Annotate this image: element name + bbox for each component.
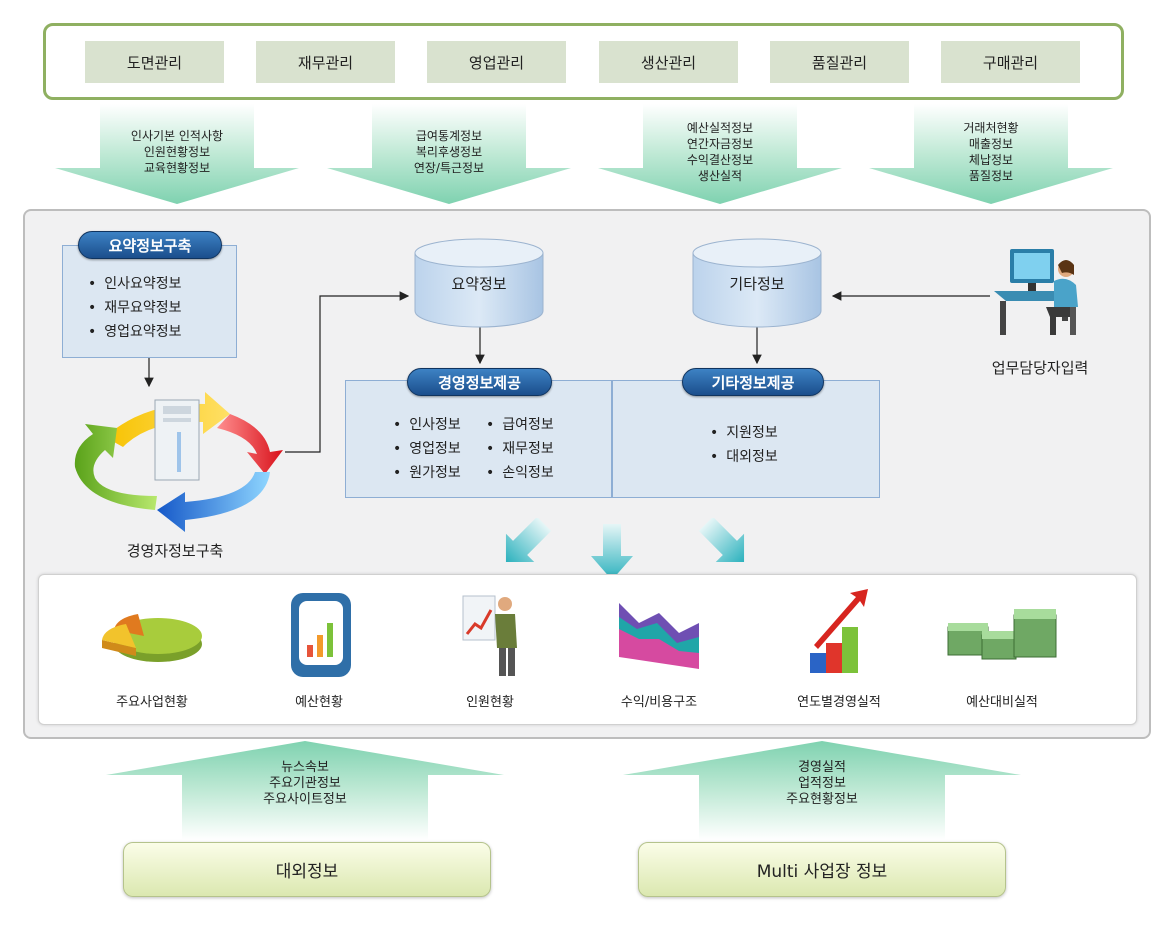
summary-db-icon: [414, 238, 544, 328]
user-desk-icon: [994, 249, 1078, 335]
other-db-label: 기타정보: [729, 275, 785, 293]
output-label[interactable]: 수익/비용구조: [620, 695, 698, 710]
area-chart-icon: [619, 603, 699, 669]
output-label[interactable]: 예산대비실적: [966, 695, 1038, 710]
module-drawing[interactable]: 도면관리: [85, 41, 224, 83]
module-production[interactable]: 생산관리: [599, 41, 738, 83]
distribute-arrows: [505, 518, 745, 580]
summary-build-title: 요약정보구축: [78, 231, 222, 259]
other-info-item: 지원정보: [710, 421, 778, 445]
mgmt-info-item: 손익정보: [486, 461, 554, 485]
money-stack-icon: [947, 609, 1057, 660]
mgmt-info-item: 영업정보: [393, 437, 461, 461]
presenter-chart-icon: [462, 595, 517, 676]
output-label[interactable]: 예산현황: [295, 695, 343, 710]
module-quality[interactable]: 품질관리: [770, 41, 909, 83]
down-arrow-2: [327, 104, 571, 204]
mgmt-info-item: 인사정보: [393, 413, 461, 437]
up-arrow-1: [106, 741, 504, 840]
budget-chart-icon: [291, 593, 351, 677]
module-sales[interactable]: 영업관리: [427, 41, 566, 83]
pie-chart-icon: [102, 614, 202, 662]
mgmt-info-box: 인사정보 영업정보 원가정보 급여정보 재무정보 손익정보: [345, 380, 612, 498]
other-info-box: 지원정보 대외정보: [612, 380, 880, 498]
mgmt-info-item: 원가정보: [393, 461, 461, 485]
module-bar: 도면관리 재무관리 영업관리 생산관리 품질관리 구매관리: [43, 23, 1124, 100]
module-finance[interactable]: 재무관리: [256, 41, 395, 83]
down-arrow-4: [869, 104, 1113, 204]
summary-build-box: 인사요약정보 재무요약정보 영업요약정보: [62, 245, 237, 358]
summary-item: 영업요약정보: [88, 320, 181, 344]
user-input-label: 업무담당자입력: [991, 359, 1089, 377]
multi-site-info-box[interactable]: Multi 사업장 정보: [638, 842, 1006, 897]
mgmt-info-title: 경영정보제공: [407, 368, 552, 396]
summary-item: 재무요약정보: [88, 296, 181, 320]
output-label[interactable]: 연도별경영실적: [797, 695, 881, 710]
external-info-box[interactable]: 대외정보: [123, 842, 491, 897]
mgmt-info-item: 재무정보: [486, 437, 554, 461]
output-panel: 주요사업현황 예산현황 인원현황 수익/비용구조 연도별경영실적: [38, 574, 1137, 725]
mgmt-info-item: 급여정보: [486, 413, 554, 437]
other-info-title: 기타정보제공: [682, 368, 824, 396]
output-label[interactable]: 인원현황: [466, 695, 514, 710]
module-purchase[interactable]: 구매관리: [941, 41, 1080, 83]
up-arrow-2: [623, 741, 1021, 840]
growth-chart-icon: [810, 589, 868, 673]
summary-db-label: 요약정보: [451, 275, 507, 293]
cycle-label: 경영자정보구축: [126, 542, 224, 560]
down-arrow-3: [598, 104, 842, 204]
summary-item: 인사요약정보: [88, 272, 181, 296]
cycle-arrows-icon: [74, 392, 283, 532]
other-info-item: 대외정보: [710, 445, 778, 469]
output-label[interactable]: 주요사업현황: [116, 695, 188, 710]
other-db-icon: [692, 238, 822, 328]
down-arrow-1: [55, 104, 299, 204]
